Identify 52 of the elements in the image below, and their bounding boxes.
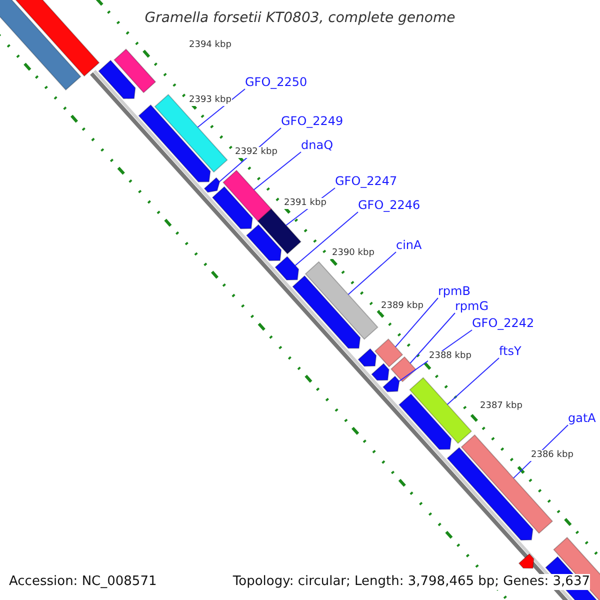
gene-bar — [460, 434, 554, 534]
gene-block — [204, 177, 220, 193]
gene-bar — [0, 0, 82, 91]
gene-block — [358, 348, 377, 367]
gene-block — [518, 553, 534, 569]
gene-block — [212, 186, 253, 230]
position-label: 2386 kbp — [530, 450, 574, 461]
genome-stats-text: Topology: circular; Length: 3,798,465 bp; Genes: 3,637 — [232, 574, 590, 590]
gene-bar — [374, 338, 404, 368]
gene-label: GFO_2249 — [281, 114, 344, 128]
gene-label: GFO_2242 — [472, 316, 534, 330]
gene-label: rpmB — [438, 284, 470, 298]
gene-bar — [114, 48, 156, 94]
gene-label: cinA — [396, 238, 422, 252]
position-label: 2390 kbp — [331, 248, 376, 259]
gene-bar — [409, 377, 472, 444]
gene-label: ftsY — [499, 344, 522, 358]
leader-line — [348, 252, 396, 295]
position-label: 2391 kbp — [283, 198, 328, 209]
gene-label: GFO_2247 — [335, 174, 398, 188]
leader-line — [410, 312, 456, 364]
gene-block — [246, 224, 282, 262]
gene-block — [371, 362, 390, 381]
leader-line — [253, 152, 302, 190]
position-label: 2393 kbp — [188, 95, 232, 106]
gene-bar — [553, 536, 600, 600]
gene-bar — [222, 170, 272, 222]
gene-block — [382, 376, 400, 392]
position-label: 2392 kbp — [234, 147, 278, 158]
gene-bar — [257, 208, 302, 254]
gene-bar — [390, 356, 417, 382]
gene-block — [398, 393, 452, 450]
leader-line — [294, 212, 358, 266]
leader-line — [394, 298, 438, 348]
position-label: 2388 kbp — [428, 351, 472, 362]
genome-title: Gramella forsetii KT0803, complete genome — [144, 10, 456, 26]
gene-label: gatA — [568, 411, 596, 425]
gene-block — [138, 104, 211, 182]
gene-block — [98, 60, 136, 100]
gene-bar — [304, 261, 378, 340]
leader-line — [197, 88, 246, 128]
gene-label: GFO_2250 — [245, 75, 308, 89]
position-label: 2394 kbp — [188, 40, 232, 51]
gene-label: rpmG — [455, 299, 489, 313]
gene-label: dnaQ — [301, 138, 334, 152]
leader-line — [446, 358, 500, 405]
gene-label: GFO_2246 — [358, 198, 420, 212]
accession-text: Accession: NC_008571 — [9, 574, 157, 590]
position-label: 2389 kbp — [380, 301, 424, 312]
position-label: 2387 kbp — [479, 401, 524, 412]
gene-block — [292, 275, 361, 349]
gene-block — [446, 446, 534, 541]
